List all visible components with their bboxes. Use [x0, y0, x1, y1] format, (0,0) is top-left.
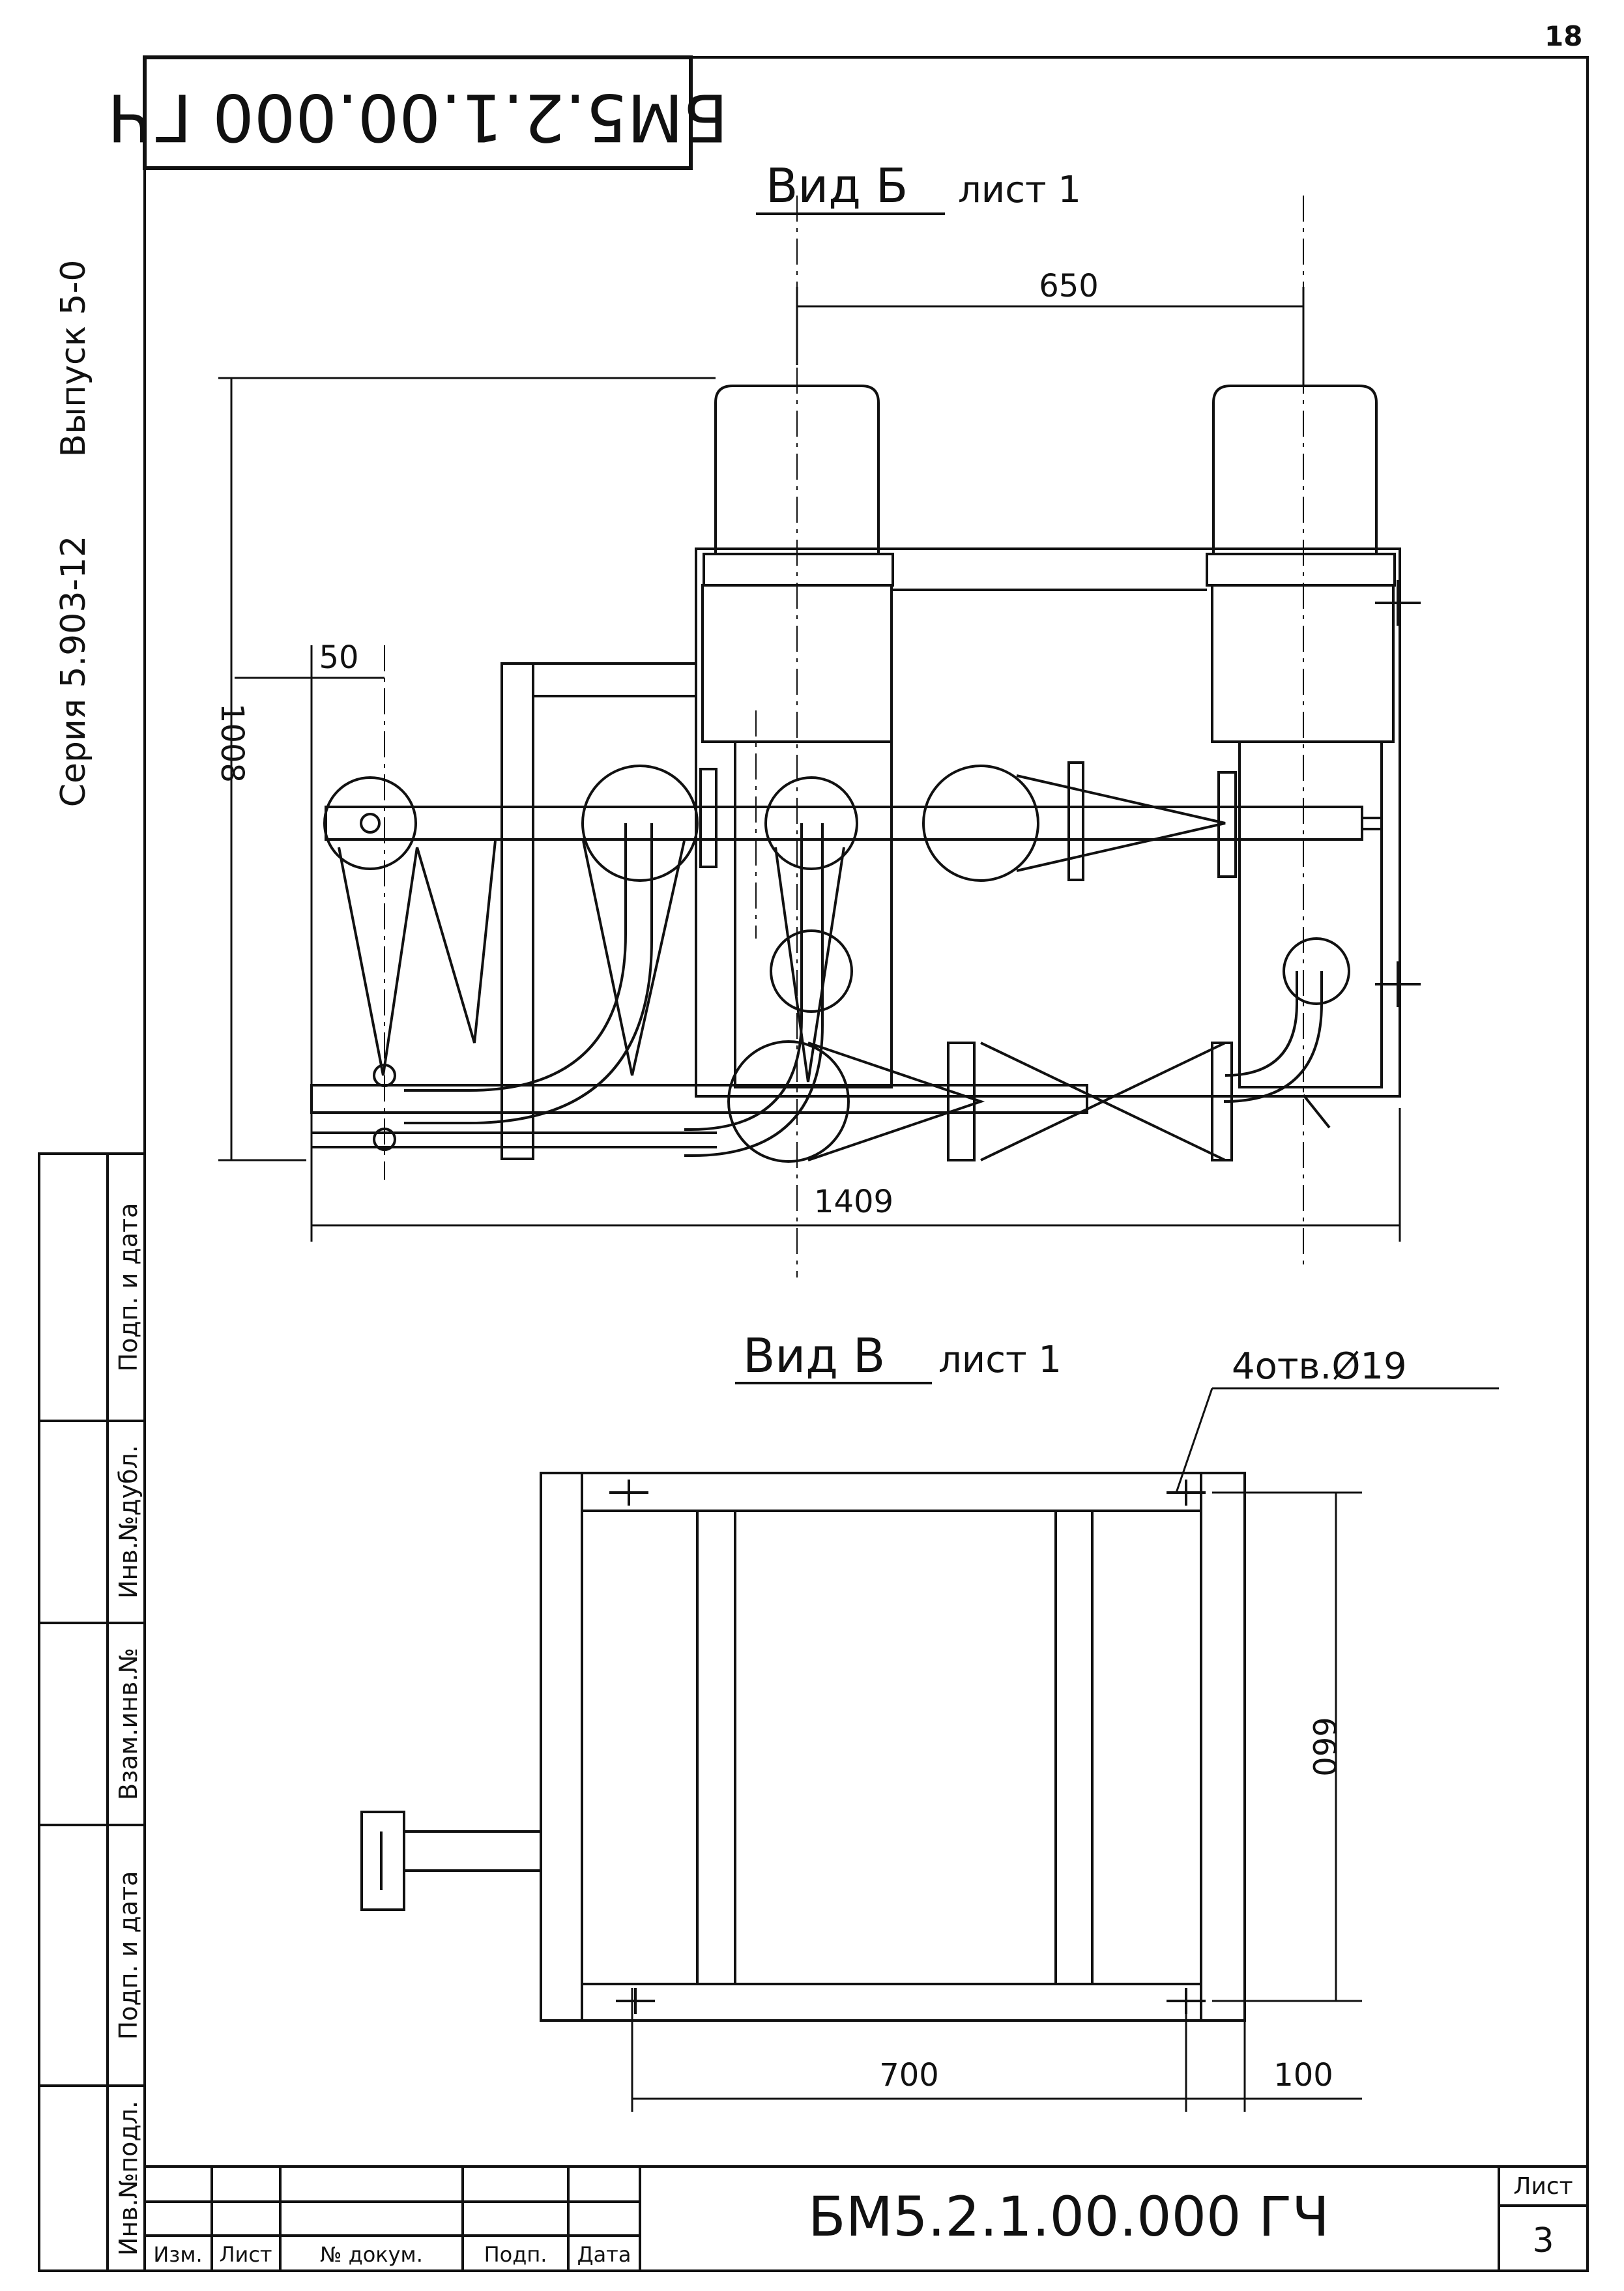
tb-header-podp: Подп.: [484, 2242, 547, 2267]
tb-sheet-label: Лист: [1513, 2173, 1573, 2200]
dim-650: 650: [1039, 268, 1099, 304]
tb-designation: БМ5.2.1.00.000 ГЧ: [808, 2185, 1329, 2249]
pulley-2: [581, 765, 699, 882]
view-b-label: Вид Б: [766, 158, 908, 213]
view-b-drawing: [310, 196, 1421, 1277]
view-b-sheet: лист 1: [958, 169, 1081, 211]
margin-label-4: Инв.№дубл.: [114, 1445, 143, 1599]
view-b-dimensions: [218, 287, 1401, 1242]
belt-3: [774, 847, 845, 1083]
motor-right: [1212, 385, 1378, 555]
view-v-dimensions: [631, 1387, 1499, 2112]
tb-sheet-number: 3: [1532, 2221, 1554, 2260]
margin-label-2: Подп. и дата: [114, 1871, 143, 2040]
bent-pipe-1: [404, 823, 653, 1124]
upper-shaft: [325, 806, 1363, 841]
bent-pipe-3: [1223, 971, 1323, 1103]
margin-label-3: Взам.инв.№: [114, 1648, 143, 1800]
dim-holes: 4отв.Ø19: [1232, 1345, 1407, 1388]
dim-660: 660: [1305, 1717, 1342, 1777]
pulley-4: [922, 765, 1039, 882]
top-stamp-box: [143, 55, 693, 170]
view-v-drawing: [360, 1472, 1246, 2022]
page-number: 18: [1544, 20, 1582, 52]
handle: [360, 1811, 541, 1911]
series-label: Серия 5.903-12: [54, 536, 93, 808]
pulley-1: [323, 776, 417, 870]
dim-50: 50: [319, 639, 358, 676]
dim-1409: 1409: [814, 1184, 893, 1220]
bent-pipe-2: [684, 823, 824, 1157]
dim-700: 700: [879, 2057, 939, 2094]
pulley-3: [764, 776, 858, 870]
cone-lower-2: [980, 1042, 1226, 1161]
title-block: [145, 2165, 1588, 2271]
cone-lower-1: [807, 1042, 985, 1161]
tb-header-doc: № докум.: [320, 2242, 423, 2267]
view-v-label: Вид В: [743, 1328, 885, 1383]
dim-1008: 1008: [214, 703, 250, 783]
issue-label: Выпуск 5-0: [54, 260, 93, 458]
tb-header-data: Дата: [577, 2242, 631, 2267]
pulley-5: [727, 1040, 850, 1163]
margin-label-5: Подп. и дата: [114, 1203, 143, 1372]
dim-100: 100: [1273, 2057, 1333, 2094]
top-stamp-text: БМ5.2.1.00.000 ГЧ: [108, 80, 728, 156]
view-v-sheet: лист 1: [938, 1339, 1062, 1381]
margin-label-1: Инв.№подл.: [114, 2101, 143, 2256]
belt-2: [582, 840, 686, 1076]
base-frame-outer: [540, 1472, 1246, 2022]
motor-left: [714, 385, 880, 555]
tb-header-izm: Изм.: [153, 2242, 202, 2267]
margin-column: [38, 1152, 146, 2272]
belt-1: [338, 840, 497, 1076]
crossbar-right: [1054, 1510, 1094, 1985]
tb-header-list: Лист: [219, 2242, 272, 2267]
crossbar-left: [696, 1510, 736, 1985]
base-frame-inner: [581, 1510, 1202, 1985]
cone-upper: [1016, 774, 1226, 872]
